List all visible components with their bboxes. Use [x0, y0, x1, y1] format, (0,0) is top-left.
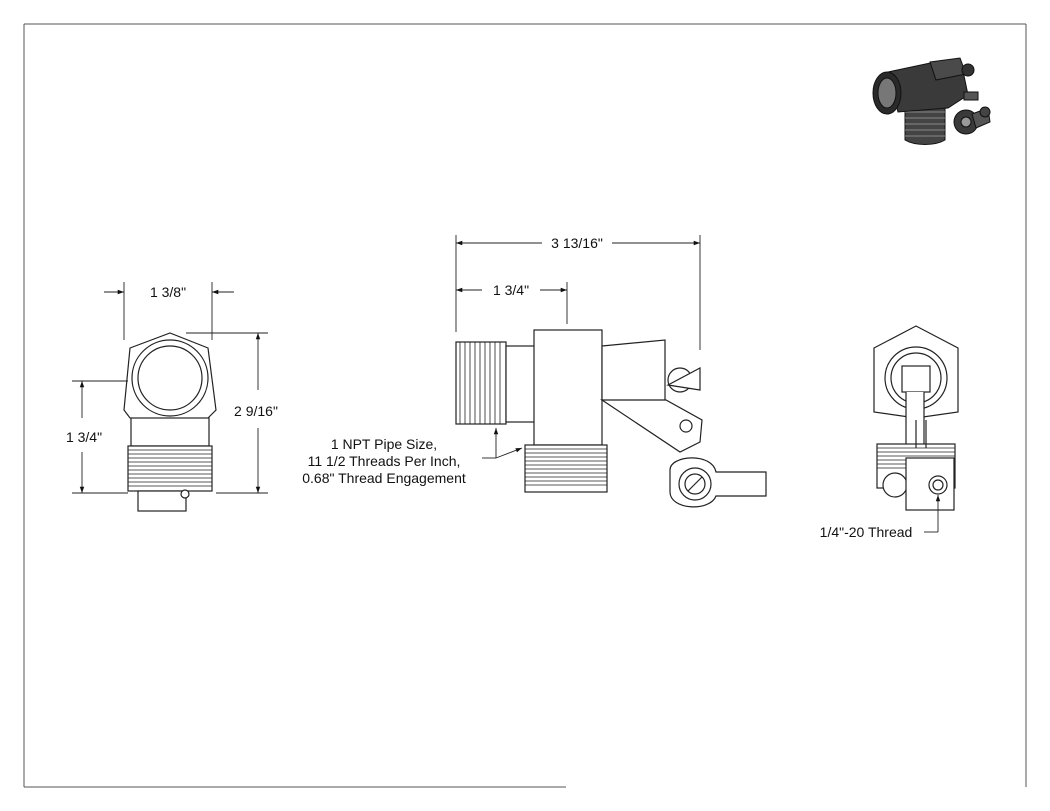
pipe-note-line-1: 1 NPT Pipe Size,	[331, 436, 437, 452]
side-overall-dimension: 3 13/16"	[551, 235, 603, 251]
front-height-dimension: 2 9/16"	[234, 403, 278, 419]
front-view	[123, 332, 217, 512]
end-view-dimensions	[924, 495, 941, 533]
pipe-note-line-3: 0.68" Thread Engagement	[302, 470, 466, 486]
front-thread-dimension: 1 3/4"	[66, 429, 102, 445]
side-view-dimensions	[455, 235, 701, 459]
end-view	[873, 325, 959, 511]
front-view-dimensions	[72, 282, 268, 494]
side-view	[455, 329, 767, 508]
front-width-dimension: 1 3/8"	[150, 284, 186, 300]
drawing-frame	[23, 23, 1027, 788]
thread-note: 1/4"-20 Thread	[820, 524, 913, 540]
pipe-note-line-2: 11 1/2 Threads Per Inch,	[308, 453, 461, 469]
side-thread-length-dimension: 1 3/4"	[493, 282, 529, 298]
isometric-view	[872, 57, 991, 145]
